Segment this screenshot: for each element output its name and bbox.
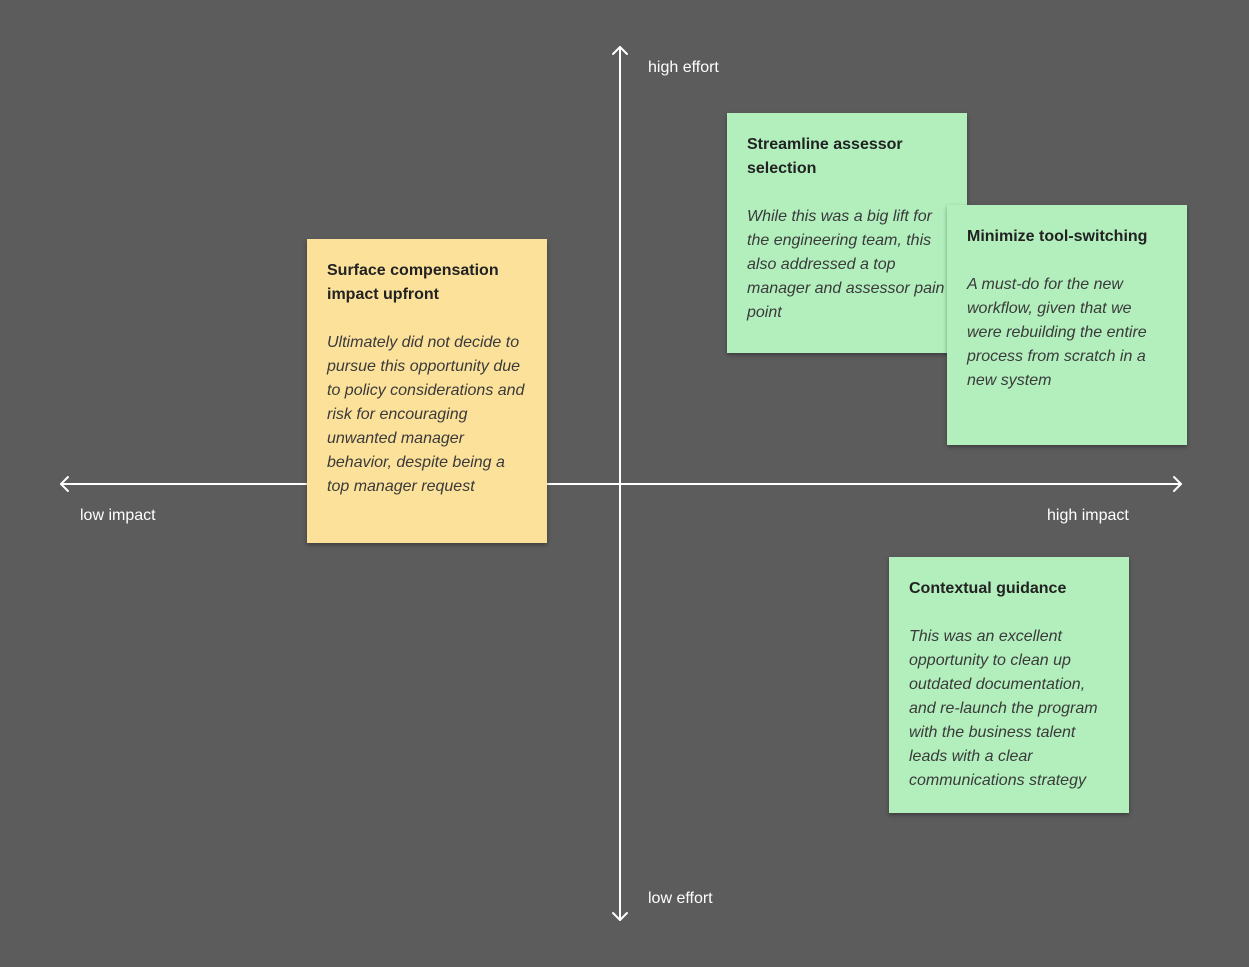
- y-axis-top-arrow: [612, 46, 628, 55]
- note-title: Minimize tool-switching: [967, 228, 1148, 245]
- sticky-note-streamline-assessor[interactable]: Streamline assessor selection While this…: [727, 113, 967, 353]
- sticky-note-contextual-guidance[interactable]: Contextual guidance This was an excellen…: [889, 557, 1129, 813]
- note-body: A must-do for the new workflow, given th…: [967, 276, 1147, 389]
- x-axis-right-arrow: [1173, 476, 1182, 492]
- axis-label-high-impact: high impact: [1047, 507, 1129, 524]
- note-body: This was an excellent opportunity to cle…: [909, 628, 1098, 789]
- note-title: Surface compensation impact upfront: [327, 262, 499, 303]
- axis-label-high-effort: high effort: [648, 59, 719, 76]
- axis-label-low-impact: low impact: [80, 507, 156, 524]
- x-axis-left-arrow: [60, 476, 69, 492]
- note-title: Streamline assessor selection: [747, 136, 903, 177]
- note-body: While this was a big lift for the engine…: [747, 208, 945, 321]
- note-title: Contextual guidance: [909, 580, 1067, 597]
- sticky-note-minimize-tool-switching[interactable]: Minimize tool-switching A must-do for th…: [947, 205, 1187, 445]
- sticky-note-surface-compensation[interactable]: Surface compensation impact upfront Ulti…: [307, 239, 547, 543]
- y-axis-bottom-arrow: [612, 912, 628, 921]
- axis-label-low-effort: low effort: [648, 890, 713, 907]
- note-body: Ultimately did not decide to pursue this…: [327, 334, 525, 495]
